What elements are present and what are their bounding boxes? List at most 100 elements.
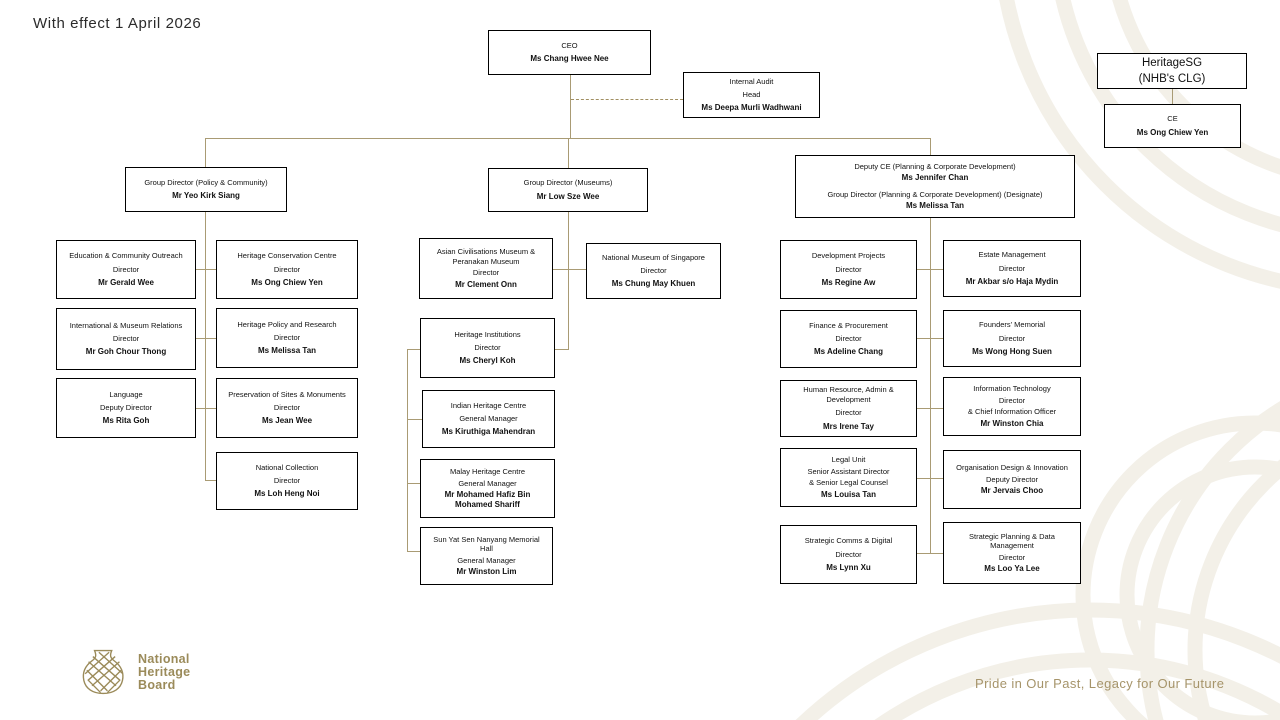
person-name: Ms Ong Chiew Yen xyxy=(251,277,323,287)
node-estate-management: Estate Management Director Mr Akbar s/o … xyxy=(943,240,1081,297)
node-heritage-policy-research: Heritage Policy and Research Director Ms… xyxy=(216,308,358,368)
connector xyxy=(407,349,408,552)
role-label: Director xyxy=(640,266,667,275)
unit-label: Language xyxy=(109,389,143,399)
person-name: Mr Goh Chour Thong xyxy=(85,347,167,357)
node-malay-heritage-centre: Malay Heritage Centre General Manager Mr… xyxy=(420,459,555,518)
role-label: Director xyxy=(474,343,501,352)
role-label: Director xyxy=(998,263,1026,273)
person-name: Ms Loo Ya Lee xyxy=(984,564,1040,574)
unit-label: Human Resource, Admin & Development xyxy=(803,385,894,404)
person-name: Mr Low Sze Wee xyxy=(536,191,600,201)
person-name: Ms Jennifer Chan xyxy=(901,173,969,182)
role-label: Director xyxy=(273,476,301,485)
nhb-vase-icon xyxy=(82,649,124,695)
footer-tagline: Pride in Our Past, Legacy for Our Future xyxy=(975,676,1225,691)
node-preservation-sites-monuments: Preservation of Sites & Monuments Direct… xyxy=(216,378,358,438)
role-label: Director xyxy=(273,264,301,274)
unit-label: Malay Heritage Centre xyxy=(449,467,526,477)
unit-label: Heritage Policy and Research xyxy=(237,319,337,329)
unit-label: Indian Heritage Centre xyxy=(450,400,527,410)
person-name: Ms Rita Goh xyxy=(102,416,150,426)
role-label: Group Director (Policy & Community) xyxy=(144,177,268,187)
node-gd-policy-community: Group Director (Policy & Community) Mr Y… xyxy=(125,167,287,212)
org-sublabel: (NHB's CLG) xyxy=(1138,72,1206,85)
role-label: Deputy Director xyxy=(99,403,153,412)
node-education-community-outreach: Education & Community Outreach Director … xyxy=(56,240,196,299)
node-language: Language Deputy Director Ms Rita Goh xyxy=(56,378,196,438)
person-name: Mr Jervais Choo xyxy=(980,485,1044,495)
node-acm-peranakan: Asian Civilisations Museum & Peranakan M… xyxy=(419,238,553,299)
person-name: Mr Akbar s/o Haja Mydin xyxy=(965,276,1059,286)
role-label: Director xyxy=(835,264,862,274)
person-name: Mr Yeo Kirk Siang xyxy=(172,191,240,201)
logo-word: National xyxy=(138,651,190,666)
unit-label: Strategic Planning & Data Management xyxy=(969,531,1055,551)
node-finance-procurement: Finance & Procurement Director Ms Adelin… xyxy=(780,310,917,368)
connector xyxy=(555,349,569,350)
unit-label: Heritage Institutions xyxy=(454,329,521,339)
connector xyxy=(196,269,216,270)
connector xyxy=(407,349,420,350)
connector xyxy=(570,75,571,138)
node-gd-museums: Group Director (Museums) Mr Low Sze Wee xyxy=(488,168,648,212)
connector xyxy=(407,419,422,420)
role-label: Director xyxy=(998,395,1026,405)
person-name: Ms Loh Heng Noi xyxy=(254,489,320,499)
role-label: CE xyxy=(1167,114,1178,124)
unit-label: Asian Civilisations Museum & Peranakan M… xyxy=(436,247,536,266)
connector xyxy=(568,138,569,168)
role-label: Director xyxy=(112,264,140,274)
connector xyxy=(196,408,216,409)
role-label: & Senior Legal Counsel xyxy=(809,478,888,488)
node-ceo: CEO Ms Chang Hwee Nee xyxy=(488,30,651,75)
person-name: Ms Melissa Tan xyxy=(257,346,317,356)
person-name: Ms Wong Hong Suen xyxy=(972,346,1052,356)
person-name: Mr Clement Onn xyxy=(455,279,517,289)
node-heritagesg-ce: CE Ms Ong Chiew Yen xyxy=(1104,104,1241,148)
connector xyxy=(553,269,586,270)
person-name: Mr Winston Chia xyxy=(980,418,1044,428)
person-name: Mrs Irene Tay xyxy=(823,421,874,431)
connector xyxy=(930,218,931,553)
role-label: Senior Assistant Director xyxy=(807,466,890,476)
connector xyxy=(205,138,206,167)
unit-label: Legal Unit xyxy=(831,455,866,465)
unit-label: National Museum of Singapore xyxy=(602,252,705,262)
org-label: HeritageSG xyxy=(1141,57,1203,70)
person-name: Ms Adeline Chang xyxy=(813,347,884,357)
node-internal-audit: Internal Audit Head Ms Deepa Murli Wadhw… xyxy=(683,72,820,118)
role-label: Director xyxy=(273,403,301,412)
connector xyxy=(205,212,206,481)
role-label: CEO xyxy=(561,40,578,50)
role-label: Director xyxy=(472,268,500,278)
unit-label: Strategic Comms & Digital xyxy=(804,536,893,546)
connector xyxy=(917,269,943,270)
role-label: Group Director (Museums) xyxy=(523,178,613,188)
unit-label: Information Technology xyxy=(973,384,1051,394)
person-name: Ms Cheryl Koh xyxy=(459,356,516,366)
logo-word: Heritage xyxy=(138,664,191,679)
unit-label: Preservation of Sites & Monuments xyxy=(228,389,346,399)
unit-label: National Collection xyxy=(255,462,319,472)
role-label: Deputy CE (Planning & Corporate Developm… xyxy=(854,161,1016,171)
role-label: Deputy Director xyxy=(985,474,1039,484)
connector xyxy=(205,480,216,481)
person-name: Ms Melissa Tan xyxy=(905,201,965,211)
node-information-technology: Information Technology Director & Chief … xyxy=(943,377,1081,436)
node-heritage-institutions: Heritage Institutions Director Ms Cheryl… xyxy=(420,318,555,378)
page-title: With effect 1 April 2026 xyxy=(33,15,202,32)
person-name: Ms Louisa Tan xyxy=(821,489,876,499)
node-development-projects: Development Projects Director Ms Regine … xyxy=(780,240,917,299)
node-international-museum-relations: International & Museum Relations Directo… xyxy=(56,308,196,370)
node-legal-unit: Legal Unit Senior Assistant Director & S… xyxy=(780,448,917,507)
role-label: Director xyxy=(835,334,862,343)
nhb-logo-text: National Heritage Board xyxy=(138,651,191,692)
unit-label: Internal Audit xyxy=(729,76,774,86)
node-founders-memorial: Founders' Memorial Director Ms Wong Hong… xyxy=(943,310,1081,367)
connector xyxy=(196,338,216,339)
unit-label: Development Projects xyxy=(811,251,886,261)
person-name: Mr Mohamed Hafiz Bin Mohamed Shariff xyxy=(444,489,531,509)
unit-label: Finance & Procurement xyxy=(809,320,888,330)
